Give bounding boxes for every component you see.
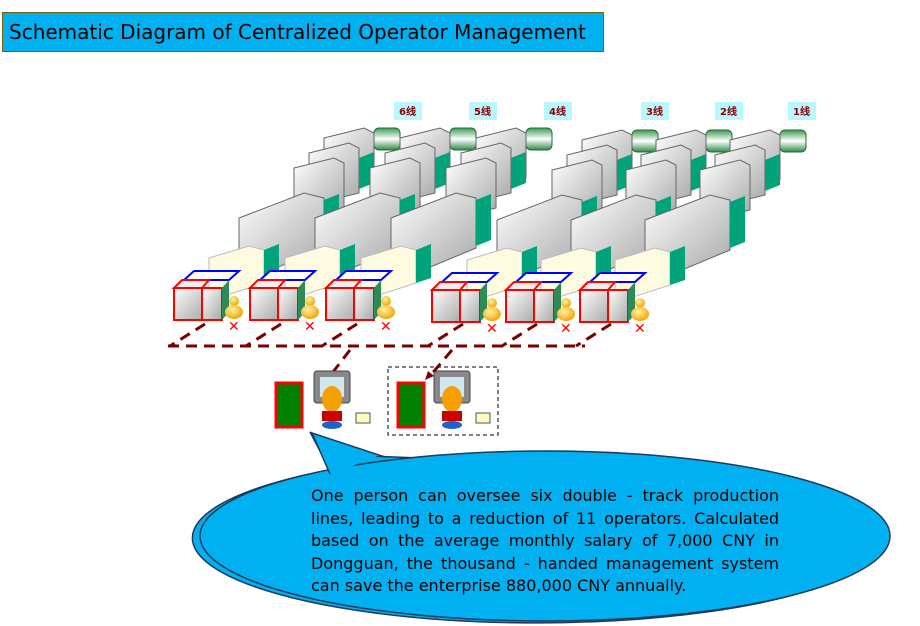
dashed-link [427, 322, 464, 348]
removed-x-icon: ✕ [486, 321, 498, 337]
line-label: 1线 [793, 105, 810, 118]
removed-x-icon: ✕ [634, 321, 646, 337]
line-label-box [394, 102, 422, 120]
line-label-box [544, 102, 572, 120]
dashed-link [575, 322, 612, 348]
line-label-box [715, 102, 743, 120]
server-rack-icon [274, 381, 304, 429]
line-label: 2线 [720, 105, 737, 118]
dashed-link-operator-1 [331, 349, 352, 373]
dashed-link [501, 322, 538, 348]
removed-x-icon: ✕ [304, 319, 316, 335]
dashed-link [321, 322, 358, 348]
line-label-box [641, 102, 669, 120]
operator-station-1 [274, 370, 371, 429]
production-line-1: ✕ 1线 [579, 102, 816, 337]
dashed-link [169, 322, 206, 348]
operator-workstation-icon [313, 370, 371, 429]
operator-station-2 [396, 370, 491, 429]
removed-x-icon: ✕ [380, 319, 392, 335]
production-line-4: ✕ 4线 [325, 102, 572, 335]
line-label: 6线 [399, 105, 416, 118]
selected-station-frame [387, 366, 499, 436]
line-label-box [788, 102, 816, 120]
line-label: 5线 [474, 105, 491, 118]
callout-text: One person can oversee six double - trac… [311, 486, 779, 595]
removed-x-icon: ✕ [560, 321, 572, 337]
production-lines: ✕ 6线 ✕ 5线 ✕ 4线 ✕ 3线 ✕ 2线 ✕ 1线 [173, 102, 816, 337]
dashed-link-operator-2 [428, 349, 454, 377]
line-label-box [469, 102, 497, 120]
server-rack-icon [396, 381, 426, 429]
line-label: 4线 [549, 105, 566, 118]
production-line-2: ✕ 2线 [505, 102, 743, 337]
production-line-3: ✕ 3线 [431, 102, 669, 337]
callout-ellipse [199, 450, 891, 622]
arrow-head-icon [425, 371, 434, 380]
production-line-6: ✕ 6线 [173, 102, 422, 335]
dashed-link [245, 322, 282, 348]
production-line-5: ✕ 5线 [249, 102, 497, 335]
callout-tail [312, 433, 380, 475]
operator-workstation-icon [433, 370, 491, 429]
page-title: Schematic Diagram of Centralized Operato… [2, 12, 604, 52]
removed-x-icon: ✕ [228, 319, 240, 335]
line-label: 3线 [646, 105, 663, 118]
dashed-links [168, 322, 612, 377]
